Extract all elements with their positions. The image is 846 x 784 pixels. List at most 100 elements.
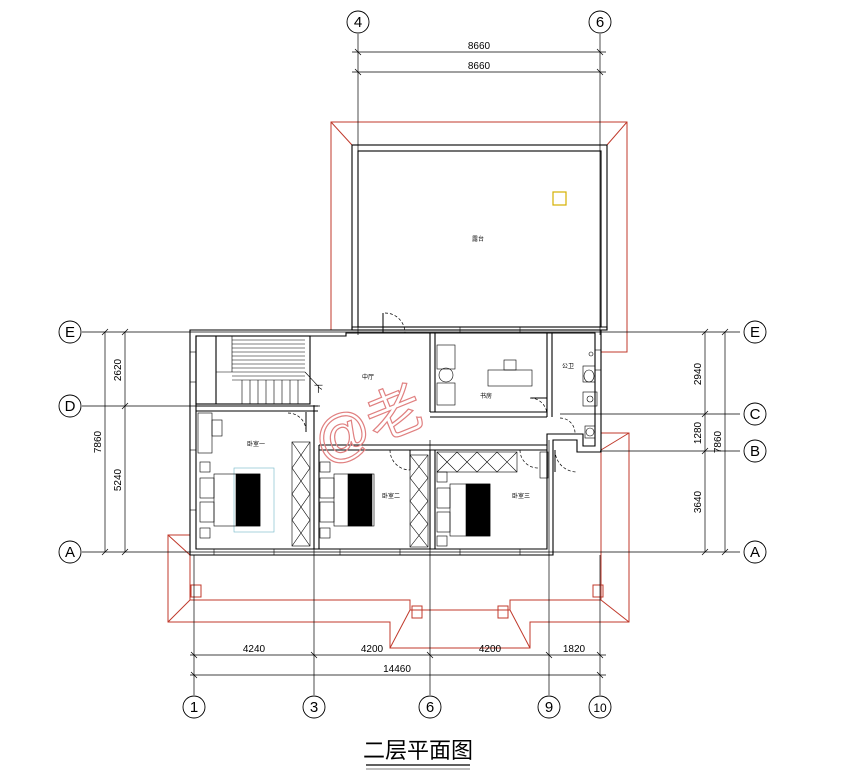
axis-bubble-bottom-10 bbox=[588, 695, 612, 719]
roof-column bbox=[190, 584, 202, 598]
bed-blanket bbox=[465, 483, 491, 537]
roof-hip-line bbox=[509, 609, 531, 649]
terrace-door bbox=[384, 312, 406, 334]
axis-label-right-E: E bbox=[750, 324, 760, 341]
watermark: @老 bbox=[304, 374, 432, 475]
room-label-bathroom: 公卫 bbox=[562, 363, 574, 370]
wardrobe-hatch bbox=[409, 454, 429, 548]
window bbox=[594, 349, 602, 371]
axis-bubbles bbox=[58, 10, 767, 719]
axis-bubble-right-A bbox=[743, 540, 767, 564]
nightstand bbox=[436, 471, 448, 483]
pillow bbox=[319, 501, 335, 523]
dim-top-1: 8660 bbox=[468, 41, 491, 52]
washbasin-bowl bbox=[586, 395, 594, 403]
axis-bubble-left-A bbox=[58, 540, 82, 564]
axis-label-left-A: A bbox=[65, 544, 75, 561]
axis-bubble-bottom-9 bbox=[537, 695, 561, 719]
dim-bottom-4: 1820 bbox=[563, 644, 586, 655]
dim-right-2: 1280 bbox=[693, 421, 704, 444]
axis-bubble-right-E bbox=[743, 320, 767, 344]
furniture bbox=[197, 191, 598, 548]
window bbox=[459, 548, 521, 556]
cabinet bbox=[539, 451, 549, 479]
dim-left-1: 2620 bbox=[113, 358, 124, 381]
grid-lines bbox=[82, 34, 740, 695]
dim-top-2: 8660 bbox=[468, 61, 491, 72]
wardrobe-hatch bbox=[436, 451, 518, 473]
roof-hip-line bbox=[606, 121, 628, 146]
room-label-hall: 中厅 bbox=[362, 373, 374, 381]
skylight bbox=[552, 191, 567, 206]
axis-bubble-top-4 bbox=[346, 10, 370, 34]
roof-column bbox=[411, 605, 423, 619]
window bbox=[189, 351, 197, 383]
window bbox=[339, 548, 401, 556]
dim-bottom-3: 4200 bbox=[479, 644, 502, 655]
dim-bottom-2: 4200 bbox=[361, 644, 384, 655]
window bbox=[189, 449, 197, 511]
axis-label-left-D: D bbox=[65, 398, 76, 415]
study-desk bbox=[487, 369, 533, 387]
axis-label-right-C: C bbox=[750, 406, 761, 423]
roof-column bbox=[497, 605, 509, 619]
wardrobe bbox=[291, 441, 311, 547]
nightstand bbox=[199, 461, 211, 473]
window bbox=[459, 326, 521, 334]
bookshelf bbox=[436, 382, 456, 406]
wardrobe bbox=[409, 454, 429, 548]
chair bbox=[211, 419, 223, 437]
dim-bottom-1: 4240 bbox=[243, 644, 266, 655]
shower bbox=[584, 425, 596, 439]
axis-bubble-left-E bbox=[58, 320, 82, 344]
roof-hip-line bbox=[389, 609, 411, 649]
pillow bbox=[199, 501, 215, 523]
nightstand bbox=[436, 535, 448, 547]
dim-right-3: 3640 bbox=[693, 490, 704, 513]
dim-left-total: 7860 bbox=[93, 430, 104, 453]
stair-enclosure bbox=[195, 335, 311, 405]
axis-labels: 4 6 1 3 6 9 10 E D A E C B A bbox=[65, 14, 761, 716]
axis-label-bottom-6: 6 bbox=[426, 699, 434, 716]
axis-bubble-right-C bbox=[743, 402, 767, 426]
axis-label-top-6: 6 bbox=[596, 14, 604, 31]
bed-blanket bbox=[235, 473, 261, 527]
bookshelf bbox=[436, 344, 456, 370]
building-outer-wall bbox=[189, 326, 608, 556]
axis-label-bottom-9: 9 bbox=[545, 699, 553, 716]
dim-left-2: 5240 bbox=[113, 468, 124, 491]
bedroom3-door bbox=[554, 449, 578, 473]
dim-right-1: 2940 bbox=[693, 362, 704, 385]
axis-label-bottom-10: 10 bbox=[593, 701, 607, 715]
bed-rug bbox=[233, 467, 275, 533]
terrace-parapet bbox=[351, 144, 608, 331]
bedroom3-door-2 bbox=[519, 449, 539, 469]
room-label-bedroom3: 卧室三 bbox=[512, 492, 530, 500]
nightstand bbox=[319, 461, 331, 473]
nightstand bbox=[199, 527, 211, 539]
axis-label-bottom-3: 3 bbox=[310, 699, 318, 716]
window bbox=[213, 548, 275, 556]
axis-label-bottom-1: 1 bbox=[190, 699, 198, 716]
pillow bbox=[436, 487, 451, 509]
axis-bubble-bottom-3 bbox=[302, 695, 326, 719]
axis-bubble-bottom-1 bbox=[182, 695, 206, 719]
study-chair-2 bbox=[503, 359, 517, 371]
roof-hip-line bbox=[330, 121, 353, 146]
stair bbox=[216, 336, 319, 404]
room-label-bedroom2: 卧室二 bbox=[382, 492, 400, 500]
bed-blanket bbox=[347, 473, 373, 527]
dim-bottom-total: 14460 bbox=[383, 664, 411, 675]
drawing-title: 二层平面图 bbox=[363, 738, 473, 763]
stair-arrow bbox=[304, 371, 319, 387]
lower-roof-eave bbox=[167, 432, 630, 649]
axis-label-top-4: 4 bbox=[354, 14, 362, 31]
room-label-bedroom1: 卧室一 bbox=[247, 440, 265, 448]
roof-hip-line bbox=[600, 432, 630, 451]
roof-hip-line bbox=[167, 599, 191, 623]
axis-label-right-B: B bbox=[750, 443, 760, 460]
axis-bubble-top-6 bbox=[588, 10, 612, 34]
roof-hip-line bbox=[600, 599, 630, 623]
dim-right-total: 7860 bbox=[713, 430, 724, 453]
